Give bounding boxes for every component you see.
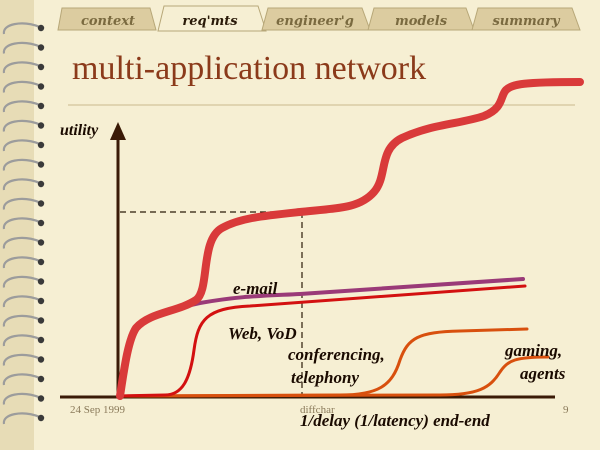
binding-ring: [2, 100, 45, 113]
tab-summary-label: summary: [492, 14, 561, 29]
tab-context[interactable]: context: [57, 7, 157, 31]
x-axis-label: 1/delay (1/latency) end-end: [300, 411, 490, 430]
tab-reqmts[interactable]: req'mts: [157, 5, 267, 32]
binding-ring: [2, 412, 45, 425]
binding-ring: [2, 119, 45, 132]
binding-ring: [2, 256, 45, 269]
y-axis-arrow: [110, 122, 126, 140]
curve-label-web-vod: Web, VoD: [228, 324, 297, 343]
binding-ring: [2, 353, 45, 366]
footer-file: diffchar: [300, 404, 335, 416]
curve-label-agents: agents: [520, 364, 566, 383]
tab-engineering-label: engineer'g: [276, 14, 354, 29]
curve-gaming: [116, 355, 550, 398]
curve-conferencing: [116, 327, 529, 398]
binding-ring: [2, 178, 45, 191]
binding-ring: [2, 197, 45, 210]
binding-ring: [2, 373, 45, 386]
tab-models[interactable]: models: [367, 7, 475, 31]
binding-ring: [2, 334, 45, 347]
binding-ring: [2, 61, 45, 74]
curve-label-gaming: gaming,: [505, 341, 563, 360]
binding-ring: [2, 217, 45, 230]
slide-title: multi-application network: [72, 50, 427, 87]
curve-aggregate: [116, 78, 584, 400]
binding-ring: [2, 314, 45, 327]
footer-date: 24 Sep 1999: [70, 404, 125, 416]
tab-engineering[interactable]: engineer'g: [261, 7, 371, 31]
binding-ring: [2, 392, 45, 405]
binding-ring: [2, 236, 45, 249]
curves: [116, 78, 584, 400]
curve-label-telephony: telephony: [291, 368, 359, 387]
tab-bar: context req'mts engineer'g models summar…: [57, 5, 581, 32]
spiral-binding: [2, 22, 45, 425]
binding-ring: [2, 139, 45, 152]
binding-ring: [2, 158, 45, 171]
binding-ring: [2, 275, 45, 288]
binding-ring: [2, 295, 45, 308]
tab-context-label: context: [81, 14, 135, 29]
curve-label-conferencing: conferencing,: [288, 345, 385, 364]
binding-ring: [2, 41, 45, 54]
footer-page: 9: [563, 404, 569, 416]
tab-summary[interactable]: summary: [471, 7, 581, 31]
curve-web-vod: [116, 284, 527, 398]
binding-ring: [2, 80, 45, 93]
y-axis-label: utility: [60, 122, 99, 139]
tab-models-label: models: [395, 14, 448, 29]
binding-ring: [2, 22, 45, 35]
curve-label-email: e-mail: [233, 279, 278, 298]
tab-reqmts-label: req'mts: [182, 14, 238, 29]
